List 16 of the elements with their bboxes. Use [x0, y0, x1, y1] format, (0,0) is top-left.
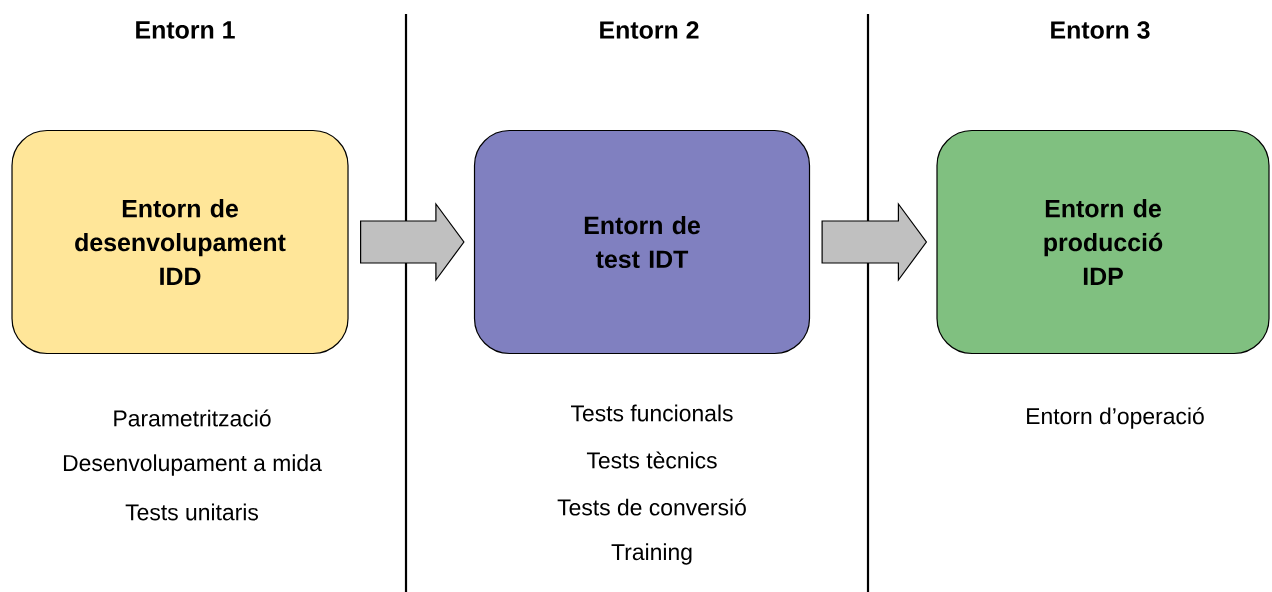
list-item: Tests unitaris	[125, 503, 258, 521]
column-heading: Entorn 2	[600, 21, 699, 39]
list-item: Tests tècnics	[586, 451, 717, 469]
block-arrow	[360, 202, 465, 282]
process-box: Entorn de desenvolupament IDD	[11, 129, 349, 355]
column-heading: Entorn 1	[136, 21, 235, 39]
block-arrow	[821, 202, 928, 282]
list-item: Desenvolupament a mida	[63, 454, 322, 476]
list-item: Tests funcionals	[571, 404, 733, 422]
list-item: Tests de conversió	[557, 498, 746, 516]
process-box: Entorn de test IDT	[473, 129, 811, 355]
list-item: Training	[611, 543, 692, 565]
process-box: Entorn de producció IDP	[936, 129, 1270, 355]
list-item: Parametrització	[114, 409, 271, 427]
list-item: Entorn d’operació	[1027, 407, 1204, 429]
column-heading: Entorn 3	[1051, 21, 1150, 39]
